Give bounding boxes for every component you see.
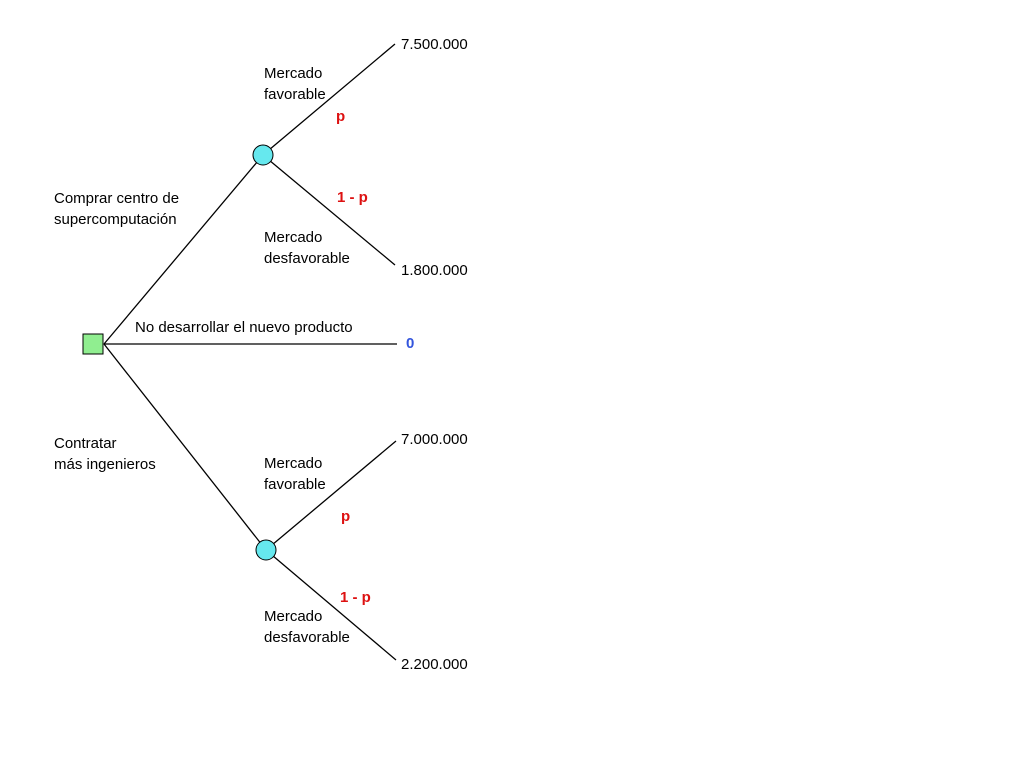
branch-buy-label: Comprar centro de supercomputación [54,188,179,230]
branch-hire-label-line2: más ingenieros [54,456,156,473]
edge-hire [103,343,267,551]
branch-none-label: No desarrollar el nuevo producto [135,319,353,336]
hire-favorable-payoff: 7.000.000 [401,431,468,448]
decision-node [82,333,104,355]
hire-favorable-line1: Mercado [264,455,323,472]
buy-favorable-line2: favorable [264,86,326,103]
hire-favorable-line2: favorable [264,476,326,493]
hire-unfavorable-prob: 1 - p [340,589,371,606]
hire-unfavorable-label: Mercado desfavorable [264,606,350,648]
edge-hire-favorable [265,440,397,551]
branch-buy-label-line1: Comprar centro de [54,190,180,207]
hire-favorable-label: Mercado favorable [264,453,326,495]
buy-unfavorable-prob: 1 - p [337,189,368,206]
branch-hire-label-line1: Contratar [54,435,117,452]
branch-none-payoff: 0 [406,335,415,352]
buy-unfavorable-label: Mercado desfavorable [264,227,350,269]
buy-unfavorable-line2: desfavorable [264,250,350,267]
buy-favorable-payoff: 7.500.000 [401,36,468,53]
edge-buy [103,154,264,345]
edge-buy-unfavorable [262,154,396,266]
buy-unfavorable-payoff: 1.800.000 [401,262,468,279]
buy-favorable-prob: p [336,108,346,125]
chance-node-hire [255,539,277,561]
buy-favorable-label: Mercado favorable [264,63,326,105]
edge-buy-favorable [262,43,396,156]
branch-buy-label-line2: supercomputación [54,211,177,228]
buy-unfavorable-line1: Mercado [264,229,323,246]
hire-unfavorable-payoff: 2.200.000 [401,656,468,673]
hire-favorable-prob: p [341,508,351,525]
chance-node-buy [252,144,274,166]
edge-hire-unfavorable [265,549,397,661]
buy-favorable-line1: Mercado [264,65,323,82]
hire-unfavorable-line2: desfavorable [264,629,350,646]
branch-hire-label: Contratar más ingenieros [54,433,156,475]
hire-unfavorable-line1: Mercado [264,608,323,625]
